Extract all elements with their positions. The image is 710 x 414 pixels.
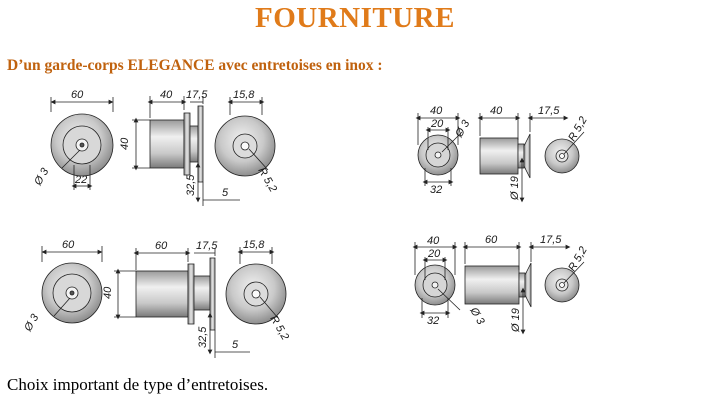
dim-br-body-length: 60: [485, 234, 498, 246]
dim-br-inner-width: 20: [427, 248, 441, 260]
dim-tr-hole: Ø 3: [453, 117, 473, 140]
dim-bl-flange: 17,5: [196, 240, 218, 252]
page-title: FOURNITURE: [255, 2, 455, 34]
drawing-top-right: [415, 113, 585, 203]
dim-tr-inner-width: 20: [430, 118, 444, 130]
dim-br-dia: Ø 19: [510, 308, 522, 333]
dim-tl-stem: 32,5: [185, 174, 197, 196]
dim-tr-inner: 32: [430, 184, 442, 196]
dim-tr-flange: 17,5: [538, 105, 560, 117]
dim-br-radius: R 5,2: [566, 245, 590, 274]
dim-tl-body-height: 40: [119, 137, 131, 150]
dim-tl-body-length: 40: [160, 89, 173, 101]
dim-tr-disc-width: 40: [430, 105, 443, 117]
dim-tl-radius: R 5,2: [255, 166, 279, 195]
drawing-top-left: [50, 96, 276, 206]
dim-bl-plate-dia: 15,8: [243, 239, 265, 251]
dim-tr-dia: Ø 19: [509, 176, 521, 201]
dim-bl-body-length: 60: [155, 240, 168, 252]
page-subtitle: D’un garde-corps ELEGANCE avec entretois…: [7, 57, 383, 74]
dim-br-flange: 17,5: [540, 234, 562, 246]
dim-bl-stem: 32,5: [197, 326, 209, 348]
dim-br-inner: 32: [427, 315, 439, 327]
dim-bl-radius: R 5,2: [267, 314, 291, 343]
technical-drawings: 60 Ø 3 22 40 17,5 40 15,8 R 5,2 32,5 5 4…: [22, 89, 590, 358]
dim-tl-inner: 22: [74, 174, 87, 186]
dim-tl-plate-dia: 15,8: [233, 89, 255, 101]
drawing-bottom-right: [412, 242, 585, 335]
dim-tl-flange: 17,5: [186, 89, 208, 101]
dim-br-hole: Ø 3: [467, 305, 487, 328]
dim-tr-radius: R 5,2: [566, 115, 590, 144]
dim-bl-hole: Ø 3: [22, 311, 42, 334]
dim-bl-body-height: 40: [102, 286, 114, 299]
dim-bl-gap: 5: [232, 339, 239, 351]
dim-tl-disc-width: 60: [71, 89, 84, 101]
dim-br-disc-width: 40: [427, 235, 440, 247]
dim-tr-body-length: 40: [490, 105, 503, 117]
drawing-bottom-left: [41, 246, 287, 358]
dim-tl-hole: Ø 3: [32, 165, 52, 188]
dim-tl-gap: 5: [222, 187, 229, 199]
footer-note: Choix important de type d’entretoises.: [7, 375, 269, 394]
dim-bl-disc-width: 60: [62, 239, 75, 251]
